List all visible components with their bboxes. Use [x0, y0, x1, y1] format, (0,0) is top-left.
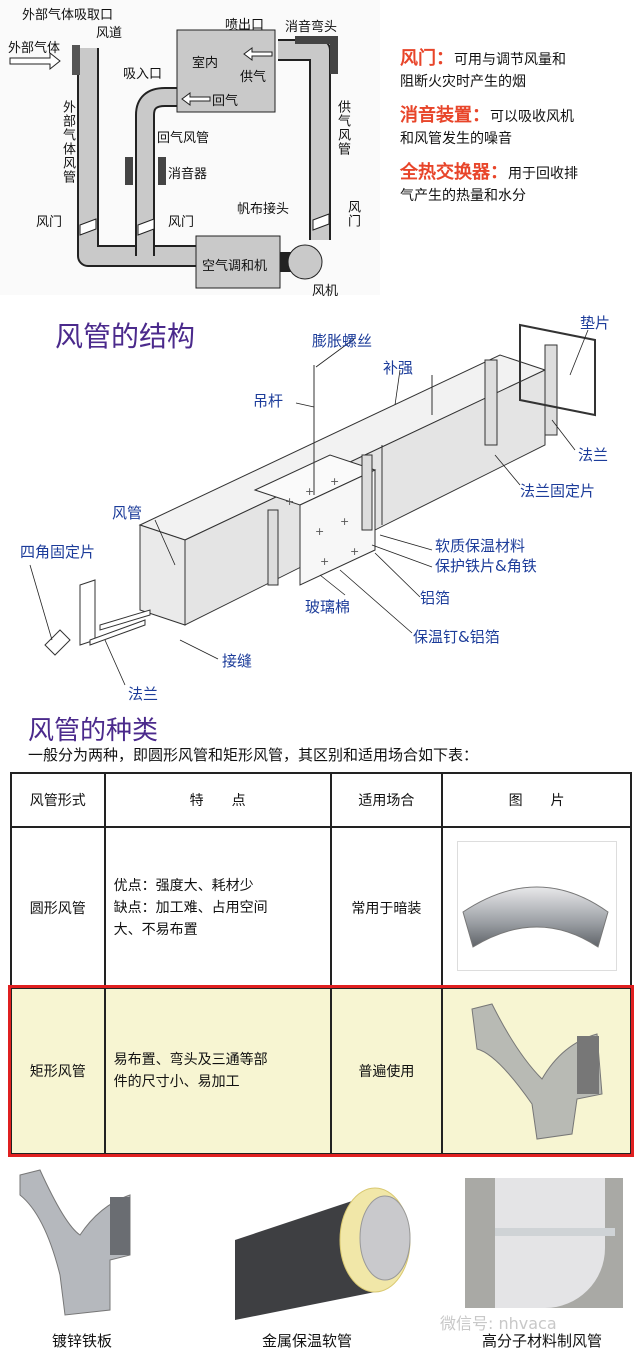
caption-galvanized: 镀锌铁板: [52, 1332, 113, 1350]
label-glass-wool: 玻璃棉: [305, 598, 351, 616]
round-duct-elbow-image: [456, 840, 617, 971]
polymer-duct-image: [465, 1178, 623, 1308]
label-flange-bottom: 法兰: [128, 685, 159, 703]
label-damper-middle: 风门: [168, 215, 195, 230]
cell-features: 易布置、弯头及三通等部件的尺寸小、易加工: [103, 987, 332, 1155]
label-outside-air: 外部气体: [8, 41, 61, 56]
header-picture: 图 片: [441, 772, 632, 828]
cell-features: 优点：强度大、耗材少缺点：加工难、占用空间大、不易布置: [103, 826, 332, 989]
svg-text:+: +: [285, 495, 294, 508]
feature-line: 件的尺寸小、易加工: [113, 1074, 240, 1090]
note-term: 消音装置：: [400, 105, 490, 126]
label-return-air: 回气: [212, 94, 239, 109]
cell-usage: 普遍使用: [329, 987, 444, 1155]
label-reinforce: 补强: [383, 359, 414, 377]
label-silencer-elbow: 消音弯头: [285, 20, 338, 35]
label-supply-air: 供气: [240, 70, 267, 85]
label-ahu: 空气调和机: [202, 259, 268, 274]
svg-text:+: +: [350, 545, 359, 558]
label-intake: 吸入口: [123, 67, 163, 82]
note-silencer: 消音装置：可以吸收风机和风管发生的噪音: [400, 105, 578, 150]
note-text: 用于回收排: [508, 166, 578, 182]
label-fan: 风机: [312, 284, 339, 299]
cell-usage: 常用于暗装: [329, 826, 444, 989]
caption-flexible: 金属保温软管: [262, 1332, 353, 1350]
label-corner-clip: 四角固定片: [20, 543, 96, 561]
feature-line: 易布置、弯头及三通等部: [113, 1052, 268, 1068]
label-duct: 风管: [112, 504, 143, 522]
note-damper: 风门：可用与调节风量和阻断火灾时产生的烟: [400, 48, 578, 93]
feature-line: 缺点：加工难、占用空间: [113, 899, 268, 916]
note-text: 阻断火灾时产生的烟: [400, 74, 526, 90]
label-canvas-joint: 帆布接头: [237, 202, 290, 217]
label-return-duct: 回气风管: [157, 131, 210, 146]
types-title: 风管的种类: [28, 716, 159, 746]
cell-picture: [441, 826, 632, 989]
note-text: 可用与调节风量和: [454, 52, 566, 68]
duct-structure-drawing: + + + + + + +: [29, 323, 596, 686]
feature-line: 优点：强度大、耗材少: [113, 877, 254, 894]
label-outside-duct: 外部气体风管: [60, 100, 75, 184]
watermark: 微信号: nhvaca: [440, 1314, 557, 1333]
svg-text:+: +: [315, 525, 324, 538]
label-damper-left: 风门: [36, 215, 63, 230]
note-term: 风门：: [400, 48, 454, 69]
duct-types-table: 风管形式 特 点 适用场合 图 片 圆形风管 优点：强度大、耗材少缺点：加工难、…: [8, 772, 634, 1157]
table-row-highlighted: 矩形风管 易布置、弯头及三通等部件的尺寸小、易加工 普遍使用: [8, 985, 634, 1157]
label-seam: 接缝: [222, 652, 253, 670]
label-indoor: 室内: [192, 56, 219, 71]
feature-line: 大、不易布置: [113, 921, 198, 938]
note-text: 可以吸收风机: [490, 109, 574, 125]
label-outside-intake: 外部气体吸取口: [22, 8, 114, 23]
note-text: 气产生的热量和水分: [400, 188, 526, 204]
label-damper-right: 风门: [345, 200, 360, 228]
flexible-duct-image: [235, 1187, 411, 1320]
table-row: 圆形风管 优点：强度大、耗材少缺点：加工难、占用空间大、不易布置 常用于暗装: [10, 826, 632, 989]
cell-form: 圆形风管: [10, 826, 106, 989]
system-diagram: [0, 0, 380, 295]
label-protect-iron: 保护铁片&角铁: [435, 557, 537, 575]
duct-system-drawing: [9, 29, 338, 289]
cell-picture: [441, 987, 632, 1155]
label-hanger: 吊杆: [253, 392, 284, 410]
label-air-path: 风道: [96, 26, 123, 41]
label-pin-foil: 保温钉&铝箔: [413, 628, 500, 646]
label-soft-insulation: 软质保温材料: [435, 537, 526, 555]
header-form: 风管形式: [10, 772, 106, 828]
label-silencer: 消音器: [168, 167, 208, 182]
svg-text:+: +: [305, 485, 314, 498]
svg-text:+: +: [330, 475, 339, 488]
structure-title: 风管的结构: [55, 320, 196, 353]
galvanized-sheet-image: [19, 1169, 131, 1316]
rect-duct-tee-image: [471, 1003, 603, 1140]
label-flange-clip: 法兰固定片: [520, 482, 596, 500]
table-header-row: 风管形式 特 点 适用场合 图 片: [10, 772, 632, 828]
notes-panel: 风门：可用与调节风量和阻断火灾时产生的烟 消音装置：可以吸收风机和风管发生的噪音…: [400, 48, 578, 207]
label-expansion-bolt: 膨胀螺丝: [312, 332, 373, 350]
note-term: 全热交换器：: [400, 162, 508, 183]
svg-text:+: +: [320, 555, 329, 568]
note-heat-exchanger: 全热交换器：用于回收排气产生的热量和水分: [400, 162, 578, 207]
header-features: 特 点: [103, 772, 332, 828]
label-outlet: 喷出口: [225, 18, 265, 33]
label-gasket: 垫片: [580, 314, 611, 332]
insulation-pins: + + + + + + +: [285, 475, 359, 568]
label-foil: 铝箔: [420, 589, 451, 607]
cell-form: 矩形风管: [10, 987, 106, 1155]
types-subtitle: 一般分为两种，即圆形风管和矩形风管，其区别和适用场合如下表：: [28, 746, 479, 764]
note-text: 和风管发生的噪音: [400, 131, 512, 147]
caption-polymer: 高分子材料制风管: [482, 1332, 603, 1350]
header-usage: 适用场合: [329, 772, 444, 828]
label-flange: 法兰: [578, 446, 609, 464]
label-supply-duct: 供气风管: [335, 100, 350, 156]
svg-text:+: +: [340, 515, 349, 528]
